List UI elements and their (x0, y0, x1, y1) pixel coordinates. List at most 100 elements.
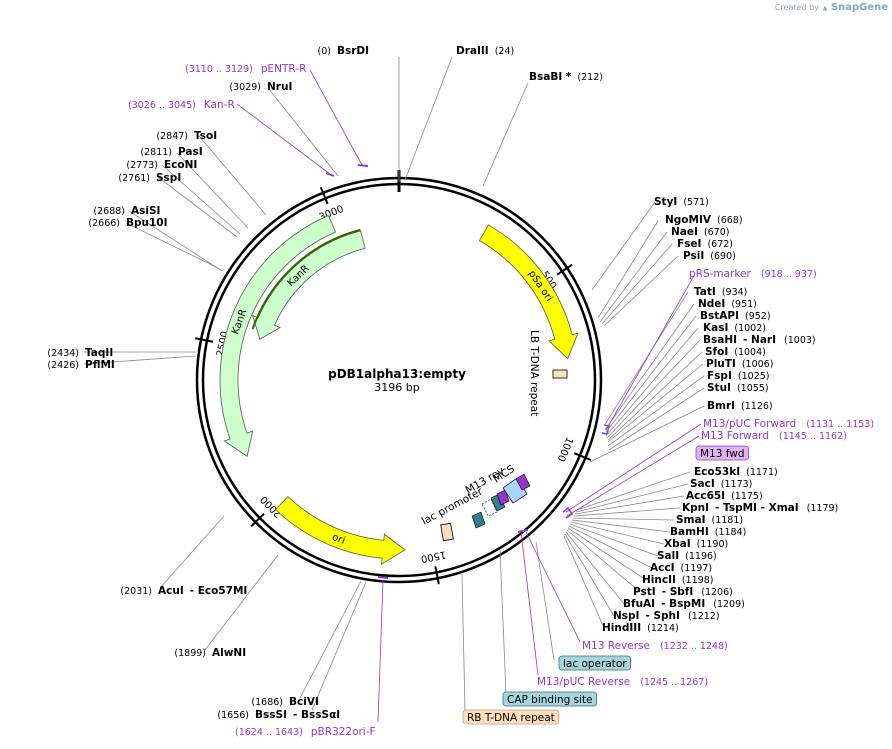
enzyme-name: Acc65I (686, 490, 725, 502)
primer-range: (1245 .. 1267) (640, 677, 708, 688)
enzyme-pos: (1686) (251, 697, 283, 708)
enzyme-pos: (952) (745, 311, 771, 322)
primer-name: M13/pUC Reverse (537, 676, 630, 688)
kanr-primer-mark (325, 172, 335, 177)
enzyme-site: (2426) PflMI (47, 359, 114, 371)
enzyme-name: BmrI (707, 400, 735, 412)
enzyme-pos: (1179) (807, 503, 839, 514)
enzyme-pos: (1004) (734, 347, 766, 358)
enzyme-site: BamHI(1184) (670, 526, 746, 538)
primer-name: pENTR-R (261, 63, 307, 75)
enzyme-pos: (1181) (712, 515, 744, 526)
credit-prefix: Created by (774, 3, 819, 12)
enzyme-pos: (1190) (697, 539, 729, 550)
enzyme-name: SacI (690, 478, 715, 490)
m13rev-primer-mark (496, 489, 510, 506)
enzyme-pos: (1002) (734, 323, 766, 334)
enzyme-site: (2761)SspI (118, 172, 181, 184)
enzyme-name: DraIII (456, 45, 489, 57)
feature-label: ori (330, 532, 346, 547)
enzyme-site: BfuAI- BspMI(1209) (623, 598, 745, 610)
enzyme-pos: (934) (722, 287, 748, 298)
lac-operator-mark (471, 511, 486, 529)
primer-range: (918 .. 937) (761, 269, 817, 280)
enzyme-pos: (1175) (731, 491, 763, 502)
enzyme-pos: (2847) (156, 131, 188, 142)
enzyme-pos: (212) (577, 72, 603, 83)
enzyme-site: Acc65I (1175) (686, 490, 763, 502)
enzyme-name: FspI (707, 370, 732, 382)
enzyme-pos: (1214) (647, 623, 679, 634)
enzyme-name: HindIII (602, 622, 641, 634)
enzyme-pos: (1173) (721, 479, 753, 490)
enzyme-site: FspI(1025) (707, 370, 769, 382)
feature-box-m13fwd: M13 fwd (695, 445, 749, 461)
snapgene-credit: Created by SnapGene (775, 2, 888, 13)
enzyme-pos: (1055) (737, 383, 769, 394)
enzyme-name: BsaBI * (529, 71, 572, 83)
enzyme-name: KasI (703, 322, 728, 334)
enzyme-pos: (1212) (688, 611, 720, 622)
mcs-box (502, 477, 528, 504)
enzyme-pos: (1198) (682, 575, 714, 586)
enzyme-site: SacI (1173) (690, 478, 752, 490)
enzyme-extra: - Eco57MI (190, 585, 248, 597)
feature-box-text: lac operator (563, 658, 627, 670)
enzyme-site: NdeI (951) (698, 298, 757, 310)
feature-arrow (478, 224, 579, 360)
enzyme-name: NaeI (671, 226, 698, 238)
enzyme-pos: (951) (731, 299, 757, 310)
plasmid-name: pDB1alpha13:empty (328, 367, 466, 381)
rb-repeat-box (440, 522, 454, 542)
feature-box-lac-operator: lac operator (558, 655, 632, 671)
enzyme-name: BsrDI (337, 45, 369, 57)
enzyme-name: PflMI (85, 359, 115, 371)
enzyme-pos: (2811) (140, 147, 172, 158)
primer-label: (3110 .. 3129) pENTR-R (185, 63, 306, 75)
enzyme-site: DraIII (24) (456, 45, 514, 57)
enzyme-extra: - BssSαI (293, 709, 340, 721)
enzyme-name: BstAPI (700, 310, 739, 322)
enzyme-site: NgoMIV(668) (665, 214, 743, 226)
pbr322-primer-mark (377, 576, 389, 579)
enzyme-pos: (24) (495, 46, 515, 57)
enzyme-site: StuI(1055) (707, 382, 769, 394)
scale-tick (556, 263, 573, 276)
enzyme-pos: (2426) (47, 360, 79, 371)
primer-name: M13 Reverse (582, 640, 650, 652)
enzyme-name: NdeI (698, 298, 725, 310)
enzyme-name: KpnI (682, 502, 709, 514)
primer-leaders (236, 69, 702, 723)
enzyme-site: StyI(571) (654, 196, 709, 208)
scale-tick (573, 452, 592, 461)
feature-box-cap: CAP binding site (502, 691, 598, 707)
enzyme-name: AcuI (158, 585, 184, 597)
enzyme-extra: - SbfI (662, 586, 694, 598)
primer-label: pRS-marker(918 .. 937) (689, 268, 817, 280)
enzyme-name: NspI (613, 610, 639, 622)
primer-label: M13 Reverse(1232 .. 1248) (582, 640, 728, 652)
primer-range: (3110 .. 3129) (185, 64, 253, 75)
enzyme-extra: - SphI (645, 610, 679, 622)
enzyme-pos: (3029) (229, 82, 261, 93)
primer-range: (1145 .. 1162) (779, 431, 847, 442)
enzyme-pos: (672) (707, 239, 733, 250)
enzyme-pos: (571) (683, 197, 709, 208)
enzyme-pos: (1196) (685, 551, 717, 562)
enzyme-name: BfuAI (623, 598, 655, 610)
enzyme-pos: (2666) (88, 218, 120, 229)
leader-lines (83, 56, 705, 711)
m13fwd-mark (515, 473, 531, 491)
enzyme-site: PsiI(690) (683, 250, 736, 262)
enzyme-site: (1656)BssSI- BssSαI (217, 709, 340, 721)
lb-repeat-label: LB T-DNA repeat (528, 330, 540, 416)
enzyme-pos: (1003) (784, 335, 816, 346)
credit-brand: SnapGene (830, 2, 888, 13)
enzyme-name: PasI (178, 146, 203, 158)
primer-label: M13/pUC Reverse (1245 .. 1267) (537, 676, 708, 688)
m13rev-mark (490, 493, 506, 512)
enzyme-site: (1899)AlwNI (174, 647, 246, 659)
enzyme-name: TaqII (85, 347, 113, 359)
enzyme-site: KasI (1002) (703, 322, 766, 334)
enzyme-extra: - NarI (743, 334, 776, 346)
